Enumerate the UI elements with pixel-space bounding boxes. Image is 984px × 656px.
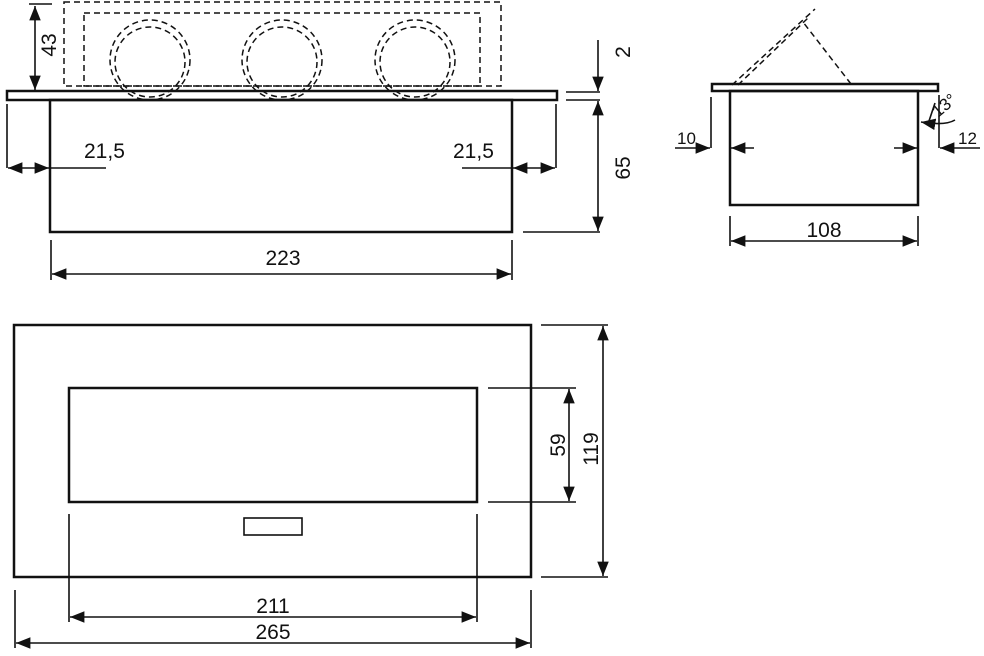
dim-2: 2 xyxy=(612,46,635,58)
top-plate xyxy=(5,89,559,102)
lid-opening xyxy=(67,386,479,504)
socket-panel-outline xyxy=(83,12,481,87)
dim-119: 119 xyxy=(580,432,603,465)
dim-265: 265 xyxy=(255,621,290,644)
lid-handle xyxy=(243,517,303,536)
dim-12: 12 xyxy=(958,129,977,148)
dim-21-5-left: 21,5 xyxy=(84,140,125,163)
front-view: 43 21,5 21,5 223 2 65 xyxy=(5,1,635,280)
dim-65: 65 xyxy=(612,156,635,179)
box-body xyxy=(48,98,514,234)
socket-outlines xyxy=(109,19,456,101)
dim-211: 211 xyxy=(256,595,289,618)
socket-housing-outline xyxy=(63,1,502,87)
top-frame xyxy=(12,323,533,579)
dim-108: 108 xyxy=(806,219,841,242)
dim-21-5-right: 21,5 xyxy=(453,140,494,163)
side-view: 10 12 13° 108 xyxy=(675,8,980,247)
dim-43: 43 xyxy=(38,33,61,56)
dim-10: 10 xyxy=(677,129,696,148)
dim-13-deg: 13° xyxy=(928,90,960,121)
dim-59: 59 xyxy=(547,433,570,456)
dim-223: 223 xyxy=(265,247,300,270)
side-box-body xyxy=(728,89,920,207)
top-view: 59 119 211 265 xyxy=(12,323,609,649)
